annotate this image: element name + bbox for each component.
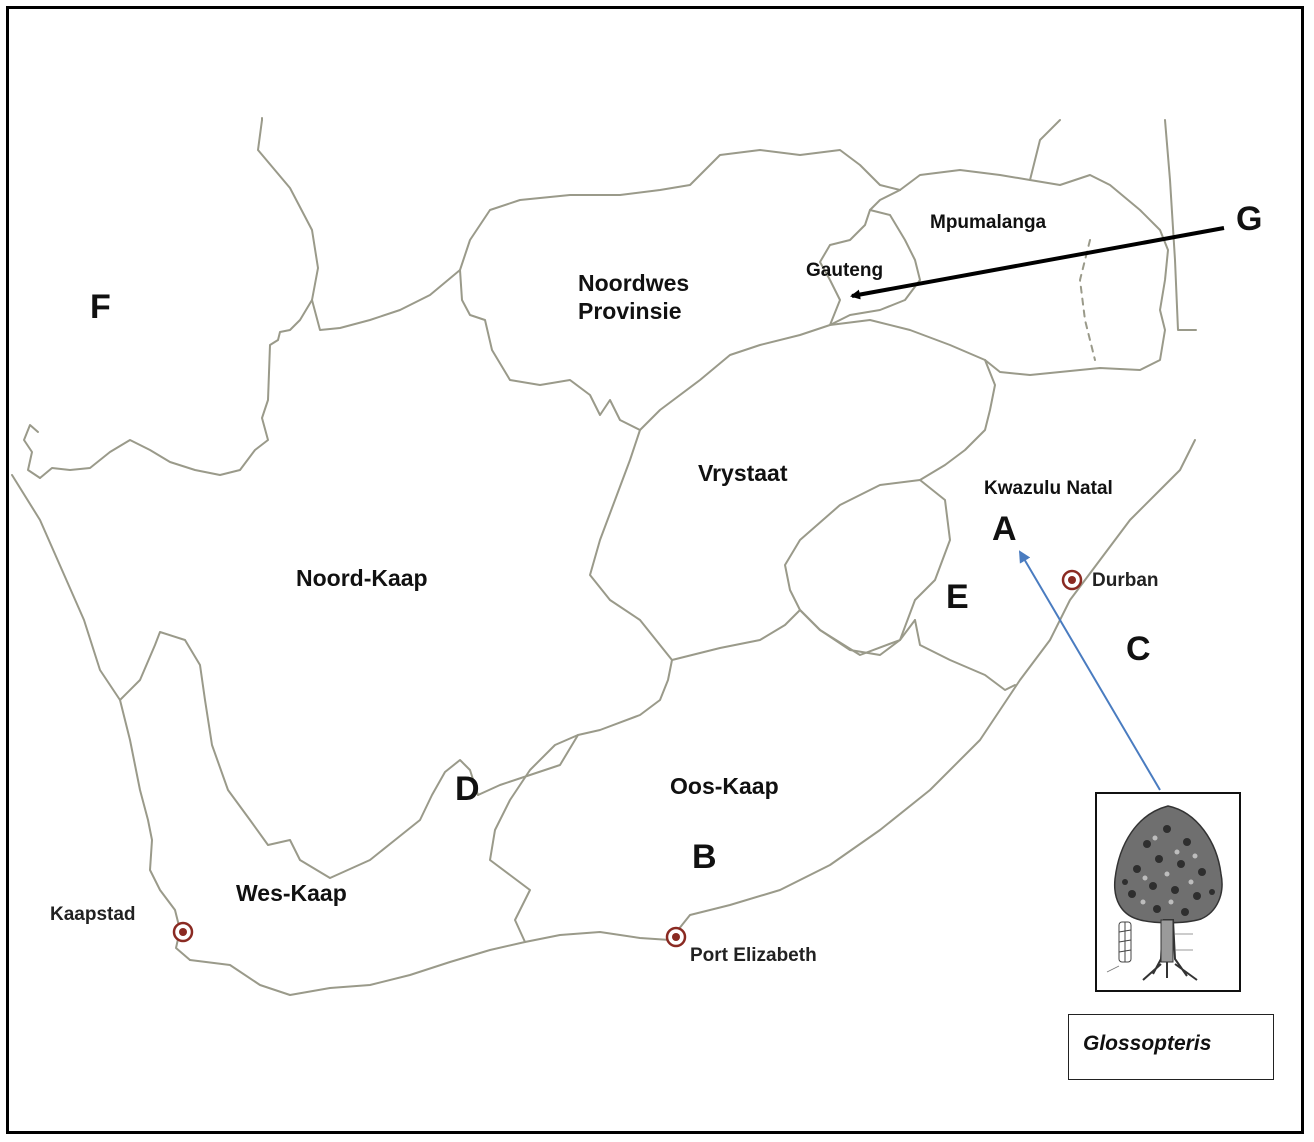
letter-g: G bbox=[1236, 200, 1263, 238]
nc-wc-border bbox=[119, 631, 479, 879]
ec-kzn-border bbox=[914, 619, 1016, 691]
letter-b: B bbox=[692, 838, 717, 876]
tree-drawing bbox=[1106, 805, 1223, 981]
letter-a: A bbox=[992, 510, 1017, 548]
tree-crown bbox=[1113, 805, 1223, 924]
eswatini-border bbox=[1079, 239, 1096, 361]
caption-glossopteris: Glossopteris bbox=[1083, 1032, 1212, 1055]
lesotho-border bbox=[784, 479, 951, 656]
letter-c: C bbox=[1126, 630, 1151, 668]
label-vrystaat: Vrystaat bbox=[698, 460, 788, 486]
label-mpumalanga: Mpumalanga bbox=[930, 212, 1047, 233]
fs-ec-border bbox=[671, 609, 916, 661]
label-gauteng: Gauteng bbox=[806, 260, 884, 281]
caption-box bbox=[1068, 1014, 1274, 1080]
label-kwazulu-natal: Kwazulu Natal bbox=[984, 478, 1113, 499]
letter-e: E bbox=[946, 578, 969, 616]
nc-nw-border bbox=[311, 269, 641, 431]
map-frame bbox=[6, 6, 1304, 1134]
mpumalanga-border bbox=[899, 169, 1169, 376]
city-markers bbox=[172, 569, 1083, 948]
south-coast-west bbox=[189, 931, 671, 996]
wc-ec-border bbox=[489, 734, 579, 943]
limpopo-border bbox=[1029, 119, 1061, 181]
west-coast bbox=[11, 474, 191, 961]
label-noord-kaap: Noord-Kaap bbox=[296, 565, 428, 591]
nw-north-border bbox=[459, 149, 901, 271]
label-noordwes: Noordwes bbox=[578, 270, 690, 296]
namibia-border bbox=[39, 119, 319, 479]
namibia-coast bbox=[23, 424, 41, 479]
gauteng-mp-border bbox=[829, 209, 921, 326]
label-provinsie: Provinsie bbox=[578, 298, 682, 324]
east-coast bbox=[669, 439, 1196, 941]
nc-ec-border bbox=[477, 659, 673, 796]
nw-gauteng-border bbox=[819, 189, 901, 326]
arrow-g bbox=[850, 226, 1225, 300]
letter-d: D bbox=[455, 770, 480, 808]
label-wes-kaap: Wes-Kaap bbox=[236, 880, 347, 906]
nc-fs-border bbox=[589, 429, 673, 661]
label-kaapstad: Kaapstad bbox=[50, 904, 136, 925]
label-oos-kaap: Oos-Kaap bbox=[670, 773, 779, 799]
fs-kzn-border bbox=[919, 359, 996, 481]
label-port-elizabeth: Port Elizabeth bbox=[690, 945, 817, 966]
letter-f: F bbox=[90, 288, 111, 326]
leaf-detail bbox=[1118, 921, 1132, 963]
nw-fs-border bbox=[639, 319, 986, 431]
mozambique-border bbox=[1164, 119, 1197, 331]
glossopteris-illustration bbox=[1095, 792, 1241, 992]
arrow-to-a bbox=[1018, 550, 1161, 791]
label-durban: Durban bbox=[1092, 570, 1159, 591]
